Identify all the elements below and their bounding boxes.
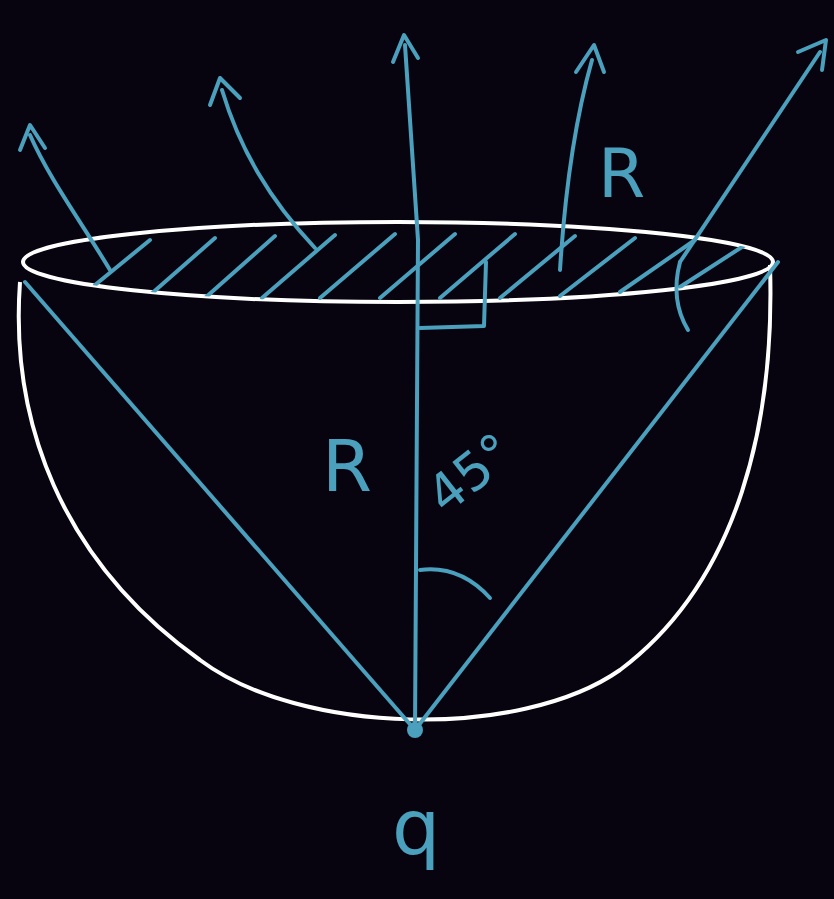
charge-label: q — [392, 790, 440, 866]
arrowhead — [576, 45, 604, 72]
arrowhead — [20, 125, 45, 150]
right-angle-mark — [420, 262, 486, 328]
arrowhead — [393, 35, 418, 62]
cone-line — [25, 282, 415, 730]
cone-line — [415, 262, 778, 730]
field-line — [560, 60, 592, 270]
radius-label: R — [322, 430, 372, 502]
angle-label: 45° — [418, 424, 523, 522]
arrowhead — [210, 78, 240, 105]
hemisphere-outline — [19, 265, 771, 720]
rim-ellipse — [23, 222, 773, 302]
arrowhead — [798, 40, 826, 70]
angle-arc — [420, 569, 490, 598]
radius-label: R — [598, 140, 645, 208]
field-line — [680, 52, 820, 262]
hatching — [95, 234, 745, 298]
radius-line — [415, 240, 418, 730]
point-charge — [407, 722, 423, 738]
field-line — [222, 90, 315, 248]
field-line — [30, 135, 110, 270]
angle-arc — [676, 262, 688, 330]
field-line — [405, 45, 418, 240]
